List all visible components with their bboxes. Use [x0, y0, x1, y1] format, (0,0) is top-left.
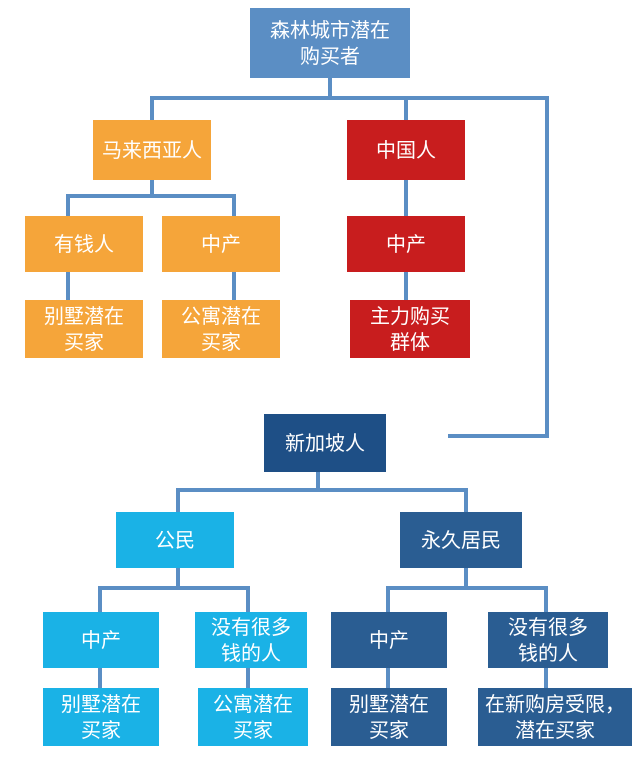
pr-middle-note: 别墅潜在 买家: [331, 688, 447, 746]
citizen-notrich-node: 没有很多 钱的人: [195, 612, 307, 668]
chinese-note: 主力购买 群体: [350, 300, 470, 358]
connector-singaporean: [176, 470, 468, 514]
citizen-node: 公民: [116, 512, 234, 568]
chinese-node: 中国人: [347, 120, 465, 180]
malaysian-middle-note: 公寓潜在 买家: [162, 300, 280, 358]
singaporean-node: 新加坡人: [264, 414, 386, 472]
pr-node: 永久居民: [400, 512, 522, 568]
citizen-middle-note: 别墅潜在 买家: [43, 688, 159, 746]
root-node: 森林城市潜在 购买者: [250, 8, 410, 78]
connector-pr: [386, 566, 548, 690]
malaysian-middle-node: 中产: [162, 216, 280, 272]
citizen-middle-node: 中产: [43, 612, 159, 668]
connector-malaysian: [66, 178, 236, 302]
malaysian-rich-note: 别墅潜在 买家: [25, 300, 143, 358]
chinese-middle-node: 中产: [347, 216, 465, 272]
malaysian-node: 马来西亚人: [93, 120, 211, 180]
pr-notrich-note: 在新购房受限， 潜在买家: [478, 688, 632, 746]
connector-citizen: [98, 566, 250, 690]
connector-root: [150, 76, 549, 438]
pr-notrich-node: 没有很多 钱的人: [488, 612, 608, 668]
pr-middle-node: 中产: [331, 612, 447, 668]
malaysian-rich-node: 有钱人: [25, 216, 143, 272]
citizen-notrich-note: 公寓潜在 买家: [198, 688, 308, 746]
